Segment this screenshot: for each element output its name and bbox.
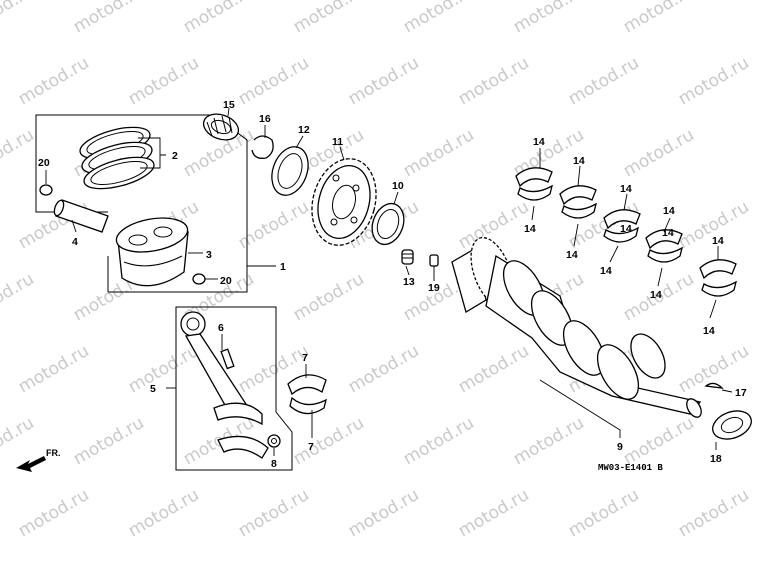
callout-14-3a: 14 [620,183,632,195]
callout-14-2b: 14 [566,249,578,261]
callout-14-3c: 14 [620,223,632,235]
callout-18: 18 [710,453,722,465]
callout-2: 2 [172,150,178,162]
callout-14-4c: 14 [662,227,674,239]
main-bearing-pair-2[interactable] [559,185,597,219]
woodruff-key[interactable] [704,382,724,389]
piston[interactable] [114,213,190,287]
callout-19: 19 [428,282,440,294]
callout-14-3b: 14 [600,265,612,277]
callout-labels: 2 3 4 20 20 1 15 16 12 11 10 13 19 6 5 8… [38,99,747,470]
callout-6: 6 [218,322,224,334]
needle-bearing[interactable] [200,110,242,145]
dowel-pin[interactable] [429,254,439,267]
thrust-washer[interactable] [265,142,314,201]
piston-pin-clip-upper[interactable] [39,184,53,196]
main-bearing-pair-4[interactable] [645,229,683,263]
rod-bearing-lower[interactable] [289,396,327,415]
damper-spring[interactable] [401,249,414,265]
callout-12: 12 [298,124,310,136]
piston-pin-clip-lower[interactable] [192,273,206,285]
main-bearing-pair-1[interactable] [515,167,553,201]
piston-pin[interactable] [53,199,109,233]
diagram-code: MW03-E1401 B [598,463,663,473]
piston-rings[interactable] [77,121,157,195]
connecting-rod[interactable] [180,311,263,426]
primary-drive-gear[interactable] [303,151,386,252]
main-bearing-pair-5[interactable] [699,259,737,297]
callout-9: 9 [617,441,623,453]
callout-1: 1 [280,261,286,273]
front-direction-arrow: FR. [16,448,61,472]
callout-13: 13 [403,276,415,288]
callout-14-5b: 14 [703,325,715,337]
callout-7-lower: 7 [308,441,314,453]
callout-14-1a: 14 [533,136,545,148]
callout-5: 5 [150,383,156,395]
callout-16: 16 [259,113,271,125]
callout-15: 15 [223,99,235,111]
callout-8: 8 [271,458,277,470]
callout-14-2a: 14 [573,155,585,167]
leader-lines [45,107,733,456]
callout-20-upper: 20 [38,157,50,169]
main-bearing-pair-3[interactable] [603,209,641,243]
callout-11: 11 [332,136,343,148]
callout-17: 17 [735,387,747,399]
connecting-rod-bolt[interactable] [220,348,235,370]
callout-14-5a: 14 [712,235,724,247]
connecting-rod-cap[interactable] [217,435,269,459]
callout-20-lower: 20 [220,275,232,287]
front-direction-label: FR. [46,448,61,458]
callout-7-upper: 7 [302,352,308,364]
snap-ring[interactable] [251,135,274,159]
rod-bearing-upper[interactable] [287,374,327,396]
callout-14-4b: 14 [650,289,662,301]
crankshaft-end-bearing[interactable] [709,406,755,444]
callout-10: 10 [392,180,404,192]
callout-4: 4 [72,236,78,248]
connecting-rod-nut[interactable] [267,434,281,448]
spacer-ring[interactable] [367,199,410,249]
connecting-rod-group [175,306,293,471]
callout-14-4a: 14 [663,205,675,217]
callout-14-1b: 14 [524,223,536,235]
callout-3: 3 [206,249,212,261]
crankshaft[interactable] [451,232,704,420]
